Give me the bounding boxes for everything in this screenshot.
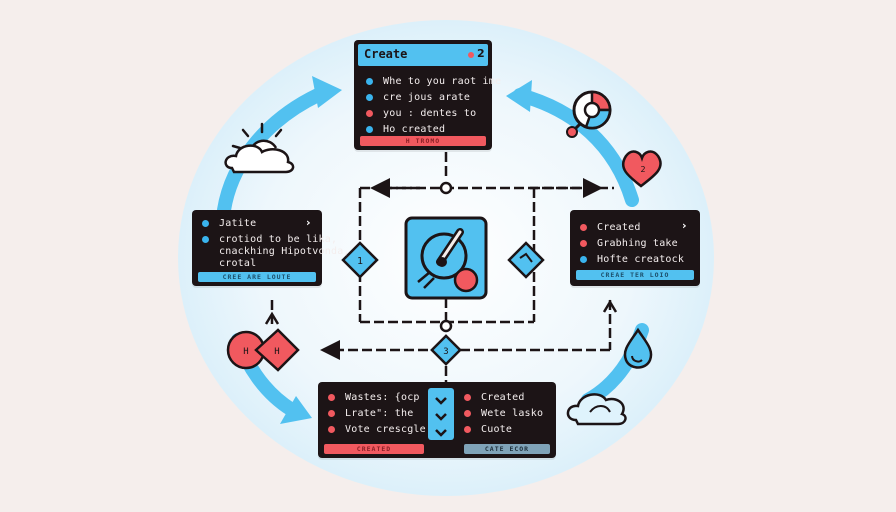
arrowhead-bottom-left xyxy=(280,396,312,424)
top-card-item-4-text: Ho created xyxy=(383,123,446,135)
bullet-icon xyxy=(366,93,373,101)
bottom-card-right-item-2: Wete lasko xyxy=(464,406,543,420)
right-card-item-1-text: Created xyxy=(597,221,641,233)
check-icon xyxy=(435,429,447,437)
right-card-footer[interactable]: CREAE TER LOIO xyxy=(576,270,694,280)
top-card-item-2: cre jous arate xyxy=(366,90,470,104)
bullet-icon xyxy=(464,393,471,401)
bullet-icon xyxy=(328,393,335,401)
top-card-title: Create xyxy=(364,47,408,61)
arrow-up-right xyxy=(602,299,618,313)
diamond-right[interactable] xyxy=(507,241,545,279)
bullet-icon xyxy=(366,77,373,85)
bullet-icon xyxy=(366,125,373,133)
diamond-left-label: 1 xyxy=(357,256,363,267)
left-node-a-label: H xyxy=(243,347,248,357)
heart-icon: 2 xyxy=(621,150,662,188)
cloud-sun-icon xyxy=(224,122,295,174)
right-card-item-1: Created xyxy=(580,220,641,234)
diamond-bottom[interactable]: 3 xyxy=(430,334,462,366)
diamond-right-mark xyxy=(519,252,533,263)
left-card-item-4-text: crotal xyxy=(219,257,257,269)
left-node-icons[interactable]: H H xyxy=(226,328,300,372)
cloud-icon xyxy=(566,393,627,426)
left-card-item-1: Jatite xyxy=(202,216,256,230)
top-card-badge: 2 xyxy=(477,47,485,60)
gauge-knob-icon[interactable] xyxy=(404,216,488,300)
heart-badge: 2 xyxy=(640,165,645,174)
arrowhead-top-right xyxy=(506,80,532,112)
left-card-item-3-text: cnackhing Hipotvonda, xyxy=(219,245,350,257)
water-drop-icon xyxy=(623,327,653,369)
bottom-card-right-item-1: Created xyxy=(464,390,525,404)
bottom-card-left-item-1: Wastes: {ocp xyxy=(328,390,420,404)
arrow-up-left xyxy=(264,311,280,325)
bullet-icon xyxy=(202,219,209,227)
bottom-card-left-footer[interactable]: CREATED xyxy=(324,444,424,454)
bullet-icon xyxy=(580,223,587,231)
diamond-bottom-label: 3 xyxy=(443,347,448,357)
pie-chart-icon xyxy=(566,90,612,138)
top-card-item-2-text: cre jous arate xyxy=(383,91,471,103)
check-icon xyxy=(435,397,447,405)
top-card-item-3-text: you : dentes to xyxy=(383,107,477,119)
bullet-icon xyxy=(580,239,587,247)
chevron-right-icon[interactable]: › xyxy=(682,219,687,232)
right-card-item-3: Hofte creatock xyxy=(580,252,684,266)
bottom-card-right-item-3: Cuote xyxy=(464,422,512,436)
chevron-right-icon[interactable]: › xyxy=(306,216,311,229)
bullet-icon xyxy=(464,409,471,417)
left-card-item-3: cnackhing Hipotvonda, xyxy=(219,244,350,258)
bullet-icon xyxy=(202,235,209,243)
junction-node-mid xyxy=(439,319,453,333)
checklist-column[interactable] xyxy=(428,388,454,440)
bottom-card-left-item-3-text: Vote crescgle xyxy=(345,423,426,435)
arrowhead-top-left xyxy=(312,76,342,108)
bottom-card[interactable]: Wastes: {ocp Lrate": the Vote crescgle C… xyxy=(318,382,556,458)
bottom-card-left-item-1-text: Wastes: {ocp xyxy=(345,391,420,403)
right-card-item-2-text: Grabhing take xyxy=(597,237,678,249)
bottom-card-left-item-2: Lrate": the xyxy=(328,406,413,420)
bullet-icon xyxy=(366,109,373,117)
left-card-item-2: crotiod to be lika, xyxy=(202,232,337,246)
check-icon xyxy=(435,413,447,421)
bottom-card-right-item-3-text: Cuote xyxy=(481,423,513,435)
right-card-item-2: Grabhing take xyxy=(580,236,678,250)
bullet-icon xyxy=(464,425,471,433)
top-card-item-1: Whe to you raot ime xyxy=(366,74,501,88)
left-card-footer[interactable]: CREE ARE LOUTE xyxy=(198,272,316,282)
diamond-left[interactable]: 1 xyxy=(341,241,379,279)
right-card[interactable]: Created › Grabhing take Hofte creatock C… xyxy=(570,210,700,286)
right-card-item-3-text: Hofte creatock xyxy=(597,253,685,265)
junction-node-top xyxy=(439,181,453,195)
left-node-b-label: H xyxy=(274,347,279,357)
left-card-item-4: crotal xyxy=(219,256,256,270)
bottom-card-left-item-3: Vote crescgle xyxy=(328,422,426,436)
bullet-icon xyxy=(328,409,335,417)
left-card-item-2-text: crotiod to be lika, xyxy=(219,233,338,245)
bottom-card-right-item-1-text: Created xyxy=(481,391,525,403)
top-card-item-3: you : dentes to xyxy=(366,106,476,120)
left-card[interactable]: Jatite › crotiod to be lika, cnackhing H… xyxy=(192,210,349,286)
top-card-footer[interactable]: H TROMO xyxy=(360,136,486,146)
bottom-card-left-item-2-text: Lrate": the xyxy=(345,407,414,419)
top-card[interactable]: Create 2 Whe to you raot ime cre jous ar… xyxy=(354,40,501,150)
bullet-icon xyxy=(580,255,587,263)
bullet-icon xyxy=(328,425,335,433)
cycle-arrowheads xyxy=(280,76,532,424)
left-card-item-1-text: Jatite xyxy=(219,217,257,229)
top-card-item-1-text: Whe to you raot ime xyxy=(383,75,502,87)
check-icons xyxy=(435,397,447,437)
top-card-header: Create 2 xyxy=(358,44,488,66)
bottom-card-right-footer[interactable]: CATE ECOR xyxy=(464,444,550,454)
top-card-badge-dot xyxy=(468,52,474,58)
top-card-item-4: Ho created xyxy=(366,122,445,136)
bottom-card-right-item-2-text: Wete lasko xyxy=(481,407,544,419)
